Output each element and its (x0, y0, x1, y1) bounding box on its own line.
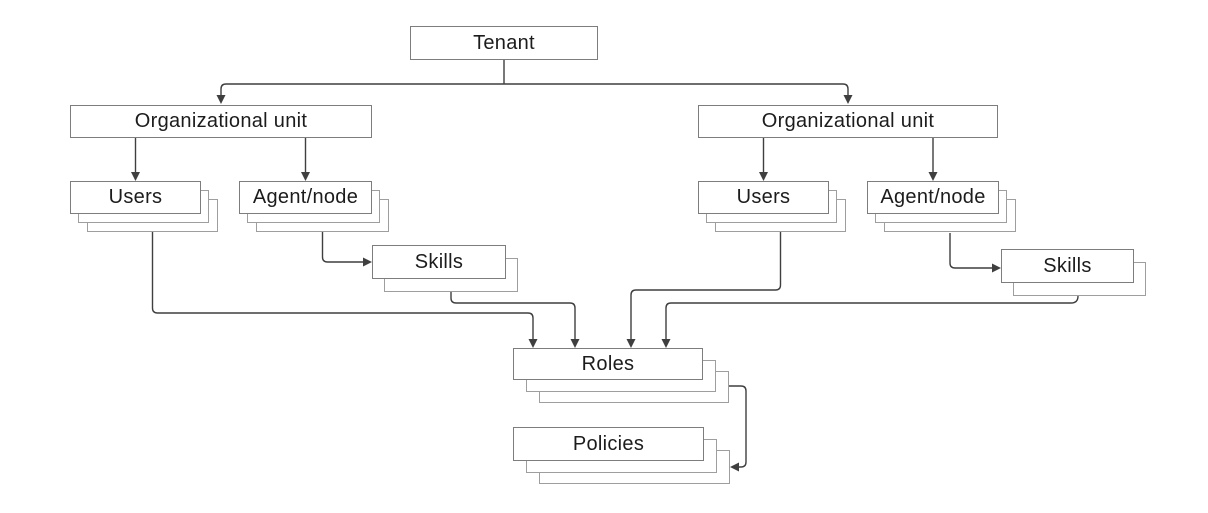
edge-org-left-to-agent-left (301, 138, 310, 181)
node-tenant-label: Tenant (473, 31, 535, 54)
node-users-right: Users (698, 181, 829, 214)
node-roles-label: Roles (581, 352, 635, 375)
node-agent-node-right-label: Agent/node (880, 186, 986, 208)
node-skills-left-label: Skills (414, 250, 464, 273)
node-users-right-label: Users (736, 186, 791, 208)
node-users-left-label: Users (108, 186, 163, 208)
node-tenant: Tenant (410, 26, 598, 60)
node-agent-node-right: Agent/node (867, 181, 999, 214)
edge-tenant-to-org-units (216, 60, 853, 104)
node-org-unit-right-label: Organizational unit (761, 110, 935, 132)
edge-users-right-to-roles (626, 232, 782, 348)
node-skills-right: Skills (1001, 249, 1134, 283)
edge-org-left-to-users-left (131, 138, 140, 181)
node-org-unit-left: Organizational unit (70, 105, 372, 138)
edge-org-right-to-users-right (759, 138, 768, 181)
node-agent-node-left-label: Agent/node (252, 186, 359, 208)
arrowhead-org-left (216, 95, 226, 104)
node-org-unit-left-label: Organizational unit (134, 110, 308, 132)
node-agent-node-left: Agent/node (239, 181, 372, 214)
edge-org-right-to-agent-right (928, 138, 938, 181)
node-policies-label: Policies (572, 432, 645, 455)
node-users-left: Users (70, 181, 201, 214)
edge-agent-right-to-skills-right (949, 233, 1001, 273)
edge-agent-left-to-skills-left (321, 232, 372, 267)
node-skills-left: Skills (372, 245, 506, 279)
node-policies: Policies (513, 427, 704, 461)
edge-skills-right-to-roles (661, 295, 1079, 348)
edge-skills-left-to-roles (450, 292, 580, 348)
node-roles: Roles (513, 348, 703, 380)
node-org-unit-right: Organizational unit (698, 105, 998, 138)
node-skills-right-label: Skills (1043, 254, 1092, 277)
edge-roles-to-policies (729, 385, 747, 472)
arrowhead-org-right (843, 95, 853, 104)
